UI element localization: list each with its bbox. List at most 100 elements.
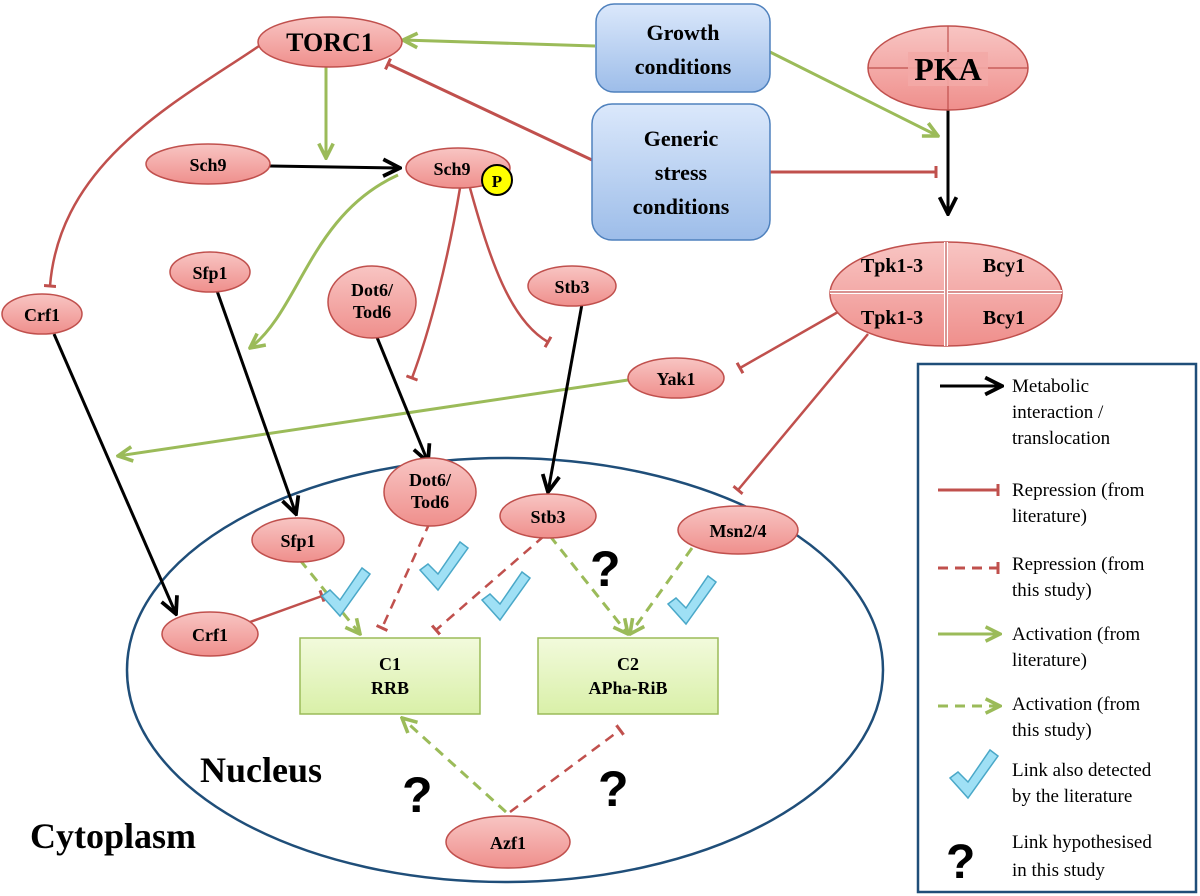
node-sch9-phosphorylated: Sch9 P [405,147,513,196]
bcy-bottom-label: Bcy1 [983,307,1025,329]
edge-stb3-translocation [548,303,584,492]
svg-text:in this study: in this study [1012,860,1105,881]
node-pka: PKA [867,25,1029,111]
edge-stress-torc1 [384,57,593,162]
cytoplasm-label: Cytoplasm [30,816,196,856]
node-msn24: Msn2/4 [677,505,799,555]
legend-repression-literature: Repression (from literature) [938,480,1145,527]
svg-text:Metabolic: Metabolic [1012,376,1089,397]
edge-sch9-stb3 [468,187,553,348]
svg-text:Sfp1: Sfp1 [280,531,315,551]
node-crf1-cytoplasm: Crf1 [1,293,83,335]
svg-text:P: P [492,172,502,191]
node-sch9: Sch9 [145,143,271,185]
svg-text:TORC1: TORC1 [286,28,374,57]
svg-text:Activation (from: Activation (from [1012,694,1140,715]
svg-text:Yak1: Yak1 [656,369,695,389]
question-marks: ? ? ? [402,541,629,823]
growth-conditions-box: Growth conditions [595,3,771,93]
stress-label-2: stress [655,160,708,185]
node-dot6-cytoplasm: Dot6/ Tod6 [327,265,417,339]
edge-crf1-c1 [249,589,326,624]
node-yak1: Yak1 [627,357,725,399]
legend-link-detected: Link also detected by the literature [948,748,1152,807]
svg-text:Link also detected: Link also detected [1012,760,1152,781]
edge-stb3-c1 [430,535,545,636]
edge-torc1-crf1 [43,42,263,288]
legend-activation-study: Activation (from this study) [938,694,1140,741]
edge-growth-torc1 [403,40,596,46]
svg-text:literature): literature) [1012,506,1087,527]
svg-text:this study): this study) [1012,720,1092,741]
node-tpk-bcy-complex: Tpk1-3 Bcy1 Tpk1-3 Bcy1 [829,241,1063,347]
svg-text:Crf1: Crf1 [24,305,60,325]
nucleus-boundary [125,456,885,884]
edge-azf1-c2 [509,724,625,814]
svg-text:Stb3: Stb3 [554,277,589,297]
svg-text:RRB: RRB [371,678,409,698]
edge-dot6-translocation [372,329,428,462]
svg-text:Sch9: Sch9 [433,159,470,179]
edge-msn-c2 [630,547,694,634]
check-icon [320,566,372,618]
tpk-top-label: Tpk1-3 [861,255,923,277]
nucleus-label: Nucleus [200,750,322,790]
check-icon [948,748,1000,800]
check-icon [418,540,470,592]
edge-sfp1-translocation [214,287,296,514]
question-mark-icon: ? [590,541,621,597]
svg-text:Dot6/: Dot6/ [409,470,452,490]
svg-text:Stb3: Stb3 [530,507,565,527]
node-sfp1-nucleus: Sfp1 [251,517,345,563]
edge-crf1-translocation [52,333,176,614]
svg-text:Msn2/4: Msn2/4 [709,521,766,541]
stress-conditions-box: Generic stress conditions [591,103,771,241]
legend-activation-literature: Activation (from literature) [938,624,1140,671]
svg-text:C1: C1 [379,654,401,674]
node-crf1-nucleus: Crf1 [161,611,259,657]
svg-text:Repression (from: Repression (from [1012,554,1145,575]
check-icon [666,574,718,626]
stress-label-1: Generic [644,126,719,151]
growth-label-2: conditions [635,54,732,79]
edges [43,40,948,814]
edge-sch9-dot6 [405,187,462,382]
stress-label-3: conditions [633,194,730,219]
svg-text:by the literature: by the literature [1012,786,1132,807]
check-marks [320,540,718,626]
edge-sch9-phos [269,166,400,168]
svg-text:APha-RiB: APha-RiB [588,678,667,698]
question-mark-icon: ? [402,767,433,823]
svg-text:Repression (from: Repression (from [1012,480,1145,501]
svg-text:Tod6: Tod6 [411,492,449,512]
svg-text:C2: C2 [617,654,639,674]
edge-stb3-c2 [548,535,628,634]
tpk-bottom-label: Tpk1-3 [861,307,923,329]
svg-text:PKA: PKA [914,51,982,87]
svg-text:Sch9: Sch9 [189,155,226,175]
legend-link-hypothesised: ? Link hypothesised in this study [946,832,1152,889]
svg-text:translocation: translocation [1012,428,1111,449]
svg-text:Link hypothesised: Link hypothesised [1012,832,1152,853]
node-dot6-nucleus: Dot6/ Tod6 [383,457,477,527]
edge-tpk-yak1 [735,310,839,374]
check-icon [480,570,532,622]
legend-repression-study: Repression (from this study) [938,554,1145,601]
svg-text:Crf1: Crf1 [192,625,228,645]
question-mark-icon: ? [598,761,629,817]
node-stb3-cytoplasm: Stb3 [527,265,617,307]
question-mark-icon: ? [946,836,975,889]
svg-text:Tod6: Tod6 [353,302,391,322]
svg-text:literature): literature) [1012,650,1087,671]
node-sfp1-cytoplasm: Sfp1 [169,251,251,293]
edge-azf1-c1 [402,718,508,814]
node-torc1: TORC1 [257,16,403,68]
cluster-c2: C2 APha-RiB [537,637,719,715]
node-azf1: Azf1 [445,815,571,869]
legend: Metabolic interaction / translocation Re… [916,362,1198,894]
node-stb3-nucleus: Stb3 [499,493,597,539]
edge-yak1-nucleus [118,378,629,456]
cluster-c1: C1 RRB [299,637,481,715]
growth-label-1: Growth [647,20,720,45]
